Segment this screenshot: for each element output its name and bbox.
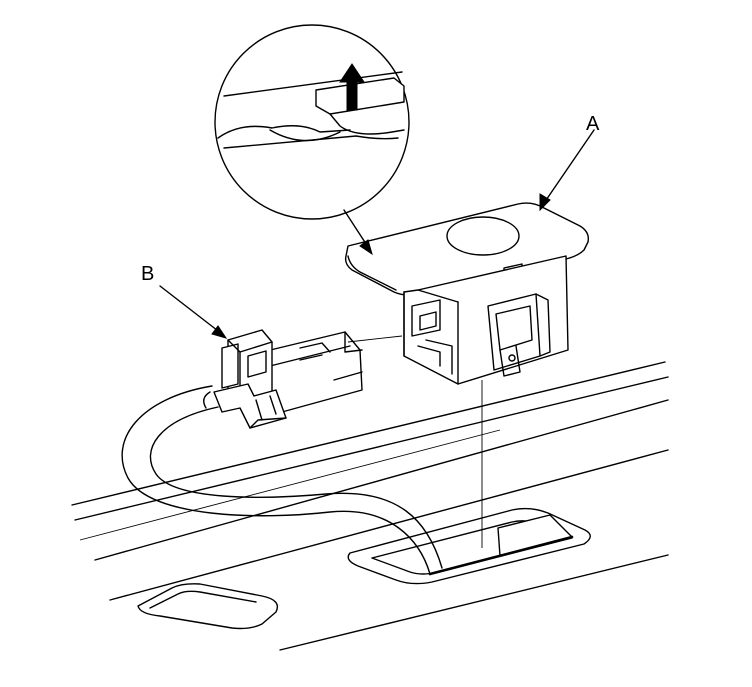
callout-label-b: B [141, 263, 154, 285]
callout-label-a: A [586, 113, 600, 135]
lift-up-arrow-icon [339, 63, 365, 111]
switch-a [344, 202, 590, 385]
connector-b [213, 329, 363, 429]
leader-lines [159, 129, 595, 548]
wire-harness [121, 385, 443, 575]
switch-mounting-opening [347, 507, 591, 585]
panel-recess [137, 583, 279, 630]
detail-magnifier [214, 24, 410, 220]
mounting-panel [71, 361, 669, 651]
